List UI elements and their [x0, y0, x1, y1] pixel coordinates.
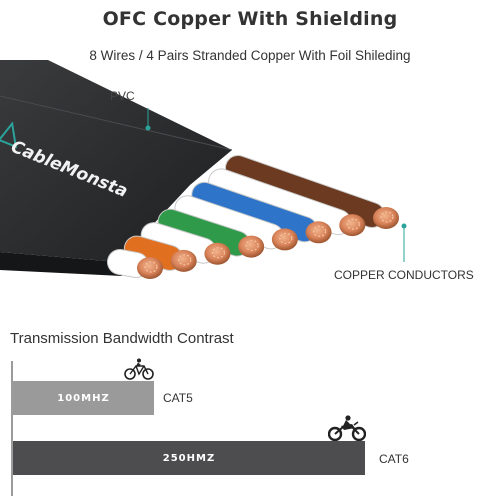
copper-pointer [401, 223, 407, 262]
cable-illustration: CableMonsta [0, 60, 407, 279]
cat5-label: CAT5 [163, 391, 193, 405]
cat5-bar: 100MHZ [13, 381, 154, 415]
copper-conductor-6 [305, 221, 332, 244]
copper-conductor-8 [373, 207, 399, 229]
wire-2 [123, 235, 197, 272]
page-subtitle: 8 Wires / 4 Pairs Stranded Copper With F… [89, 48, 411, 63]
bandwidth-axis [11, 361, 13, 496]
page-title: OFC Copper With Shielding [102, 8, 398, 30]
bicycle-icon [124, 358, 154, 380]
wire-4 [157, 208, 265, 258]
wire-3 [140, 222, 231, 265]
copper-conductor-2 [170, 249, 197, 272]
wire-group [107, 155, 399, 279]
copper-conductor-3 [204, 242, 231, 265]
wire-8 [225, 155, 399, 229]
cat6-label: CAT6 [379, 452, 409, 466]
bandwidth-section-title: Transmission Bandwidth Contrast [10, 330, 234, 347]
pvc-pointer [145, 108, 151, 131]
wire-7 [208, 168, 366, 237]
cat6-bar-value: 250HMZ [162, 452, 216, 464]
motorcycle-icon [328, 415, 366, 441]
copper-conductor-4 [238, 235, 265, 258]
cat6-bar: 250HMZ [13, 441, 365, 475]
wire-6 [191, 181, 332, 244]
pvc-jacket [0, 60, 233, 276]
copper-conductors-label: COPPER CONDUCTORS [334, 268, 474, 282]
cat5-bar-value: 100MHZ [57, 392, 110, 404]
pvc-label: PVC [110, 89, 135, 103]
copper-conductor-7 [339, 214, 366, 237]
wire-1 [107, 249, 163, 279]
copper-conductor-1 [137, 257, 163, 279]
wire-5 [174, 195, 298, 251]
copper-conductor-5 [271, 228, 298, 251]
